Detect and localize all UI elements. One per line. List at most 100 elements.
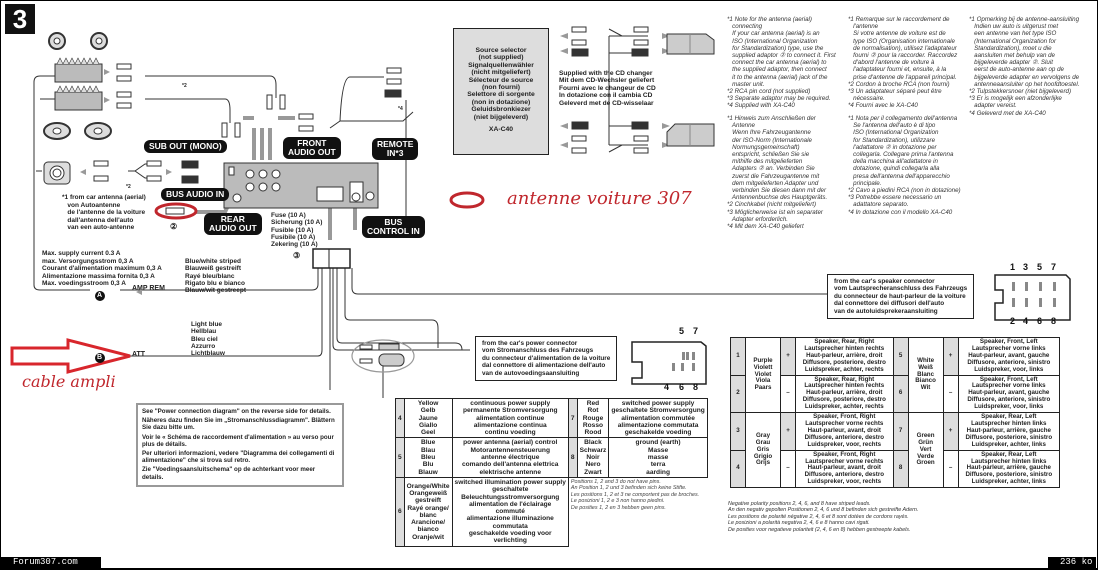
pin-cell: 5 xyxy=(395,437,405,478)
speaker-pin-3: 3 xyxy=(1023,262,1029,272)
color-cell: Purple Violett Violet Viola Paars xyxy=(745,336,781,414)
wire-att xyxy=(130,268,323,357)
pin-cell: 6 xyxy=(892,374,909,414)
marker-b: B xyxy=(97,354,103,361)
marker-a-circle xyxy=(95,291,105,301)
color-cell: Yellow Gelb Jaune Giallo Geel xyxy=(403,397,453,439)
star2-label-a: *2 xyxy=(182,83,187,89)
desc-cell: ground (earth) Masse masse terra aarding xyxy=(608,437,708,478)
selector-line: (not supplied) xyxy=(478,54,524,62)
table-row: 6 Orange/White Orangeweiß gestreift Rayé… xyxy=(395,476,708,547)
pin-cell: 7 xyxy=(892,412,909,451)
polarity-cell: – xyxy=(942,449,959,489)
speaker-pin-8: 8 xyxy=(1051,316,1057,326)
wire-power-2 xyxy=(336,268,463,351)
star4-label: *4 xyxy=(398,106,403,112)
pin-cell: 1 xyxy=(730,337,746,376)
power-connector-face xyxy=(631,341,707,385)
source-selector-box: Source selector (not supplied) Signalque… xyxy=(453,28,549,155)
label-bus-control-in: BUS CONTROL IN xyxy=(362,216,425,238)
label-sub-out: SUB OUT (MONO) xyxy=(144,140,227,153)
annotation-cable-ampli: cable ampli xyxy=(22,372,116,391)
pin-cell: 8 xyxy=(567,437,578,478)
circle3-label: ③ xyxy=(293,251,301,260)
light-blue-note: Light blue Hellblau Bleu ciel Azzurro Li… xyxy=(191,321,225,358)
circle2-label: ② xyxy=(170,222,178,231)
pin-cell: 5 xyxy=(892,337,909,376)
desc-cell: Speaker, Front, Right Lautsprecher vorne… xyxy=(795,412,894,451)
wire-cd-b xyxy=(340,111,414,122)
table-row: 1 Purple Violett Violet Viola Paars + Sp… xyxy=(730,336,1061,414)
connector-ellipse xyxy=(351,339,415,373)
antenna-source-note: *1 from car antenna (aerial) von Autoant… xyxy=(62,194,146,231)
cd-changer-bottom xyxy=(666,123,715,147)
power-pin-5: 5 xyxy=(679,326,685,336)
power-pin-4: 4 xyxy=(664,382,670,392)
table-row: 2 – Speaker, Rear, Right Lautsprecher hi… xyxy=(730,374,1061,414)
speaker-pin-table: 1 Purple Violett Violet Viola Paars + Sp… xyxy=(730,336,1061,489)
desc-cell: switched power supply geschaltete Stromv… xyxy=(608,397,708,439)
speaker-pin-7: 7 xyxy=(1051,262,1057,272)
amp-rem-label: AMP REM xyxy=(132,285,165,292)
footnotes-fr: *1 Remarque sur le raccordement de l'ant… xyxy=(848,16,958,110)
label-rear-audio-out: REAR AUDIO OUT xyxy=(204,213,262,235)
pin-cell: 6 xyxy=(395,476,405,547)
note-de: Näheres dazu finden Sie im „Stromanschlu… xyxy=(142,417,335,432)
color-cell: White Weiß Blanc Bianco Wit xyxy=(907,336,944,414)
polarity-cell: + xyxy=(780,412,796,451)
supply-current-note: Max. supply current 0.3 A max. Versorgun… xyxy=(42,250,162,287)
table-row: 4 Yellow Gelb Jaune Giallo Geel continuo… xyxy=(395,397,708,439)
note-en: See "Power connection diagram" on the re… xyxy=(142,408,331,415)
speaker-pin-6: 6 xyxy=(1037,316,1043,326)
polarity-cell: – xyxy=(780,374,796,414)
footnotes-en: *1 Note for the antenna (aerial) connect… xyxy=(727,16,836,110)
desc-cell: switched illumination power supply gesch… xyxy=(451,476,569,547)
wire-amp-loop xyxy=(33,75,90,291)
selector-line: Source selector xyxy=(475,47,527,54)
red-arrow xyxy=(10,338,131,374)
footer-site: Forum307.com xyxy=(1,557,101,568)
pin-cell: 8 xyxy=(892,449,909,489)
desc-cell: Speaker, Front, Right Lautsprecher vorne… xyxy=(795,449,894,489)
fuse-note: Fuse (10 A) Sicherung (10 A) Fusible (10… xyxy=(271,212,323,249)
desc-cell: Speaker, Rear, Left Lautsprecher hinten … xyxy=(957,449,1061,489)
wire-rca-rear xyxy=(145,98,231,123)
note-fr: Voir le « Schéma de raccordement d'alime… xyxy=(142,433,334,448)
selector-line: Sélecteur de source xyxy=(468,76,534,84)
selector-line: Signalquellenwähler xyxy=(468,61,534,69)
selector-line: Geluidsbronkiezer xyxy=(471,106,531,114)
power-connector-note: from the car's power connector vom Strom… xyxy=(475,336,618,382)
power-pin-7: 7 xyxy=(693,326,699,336)
label-front-audio-out: FRONT AUDIO OUT xyxy=(283,137,341,159)
wire-amp-rem xyxy=(120,268,319,291)
legend-red-circle xyxy=(449,191,485,209)
pin-cell: 2 xyxy=(730,374,746,414)
footnotes-it: *1 Nota per il collegamento dell'antenna… xyxy=(848,115,961,216)
power-pin-table: 4 Yellow Gelb Jaune Giallo Geel continuo… xyxy=(395,397,708,547)
pin-cell: 7 xyxy=(567,397,578,439)
blue-white-note: Blue/white striped Blauweiß gestreift Ra… xyxy=(185,258,247,295)
wire-gray-audio xyxy=(243,116,295,160)
marker-b-circle xyxy=(95,353,105,363)
polarity-cell: + xyxy=(780,337,796,376)
star2-label-b: *2 xyxy=(126,184,131,190)
rca-jacks xyxy=(228,166,375,203)
desc-cell: Speaker, Front, Left Lautsprecher vorne … xyxy=(957,337,1061,376)
power-pin-8: 8 xyxy=(693,382,699,392)
desc-cell: Speaker, Rear, Right Lautsprecher hinten… xyxy=(795,374,894,414)
amplifier-top xyxy=(54,57,103,83)
speaker-connector-face xyxy=(994,274,1071,321)
footnotes-de: *1 Hinweis zum Anschließen der Antenne W… xyxy=(727,115,828,231)
speaker-pin-4: 4 xyxy=(1023,316,1029,326)
selector-model: XA-C40 xyxy=(488,126,514,134)
figure-number: 3 xyxy=(5,4,35,34)
color-cell: Red Rot Rouge Rosso Rood xyxy=(576,397,610,439)
selector-line: Selettore di sorgente xyxy=(467,91,535,99)
harness-connector xyxy=(312,248,351,269)
desc-cell: continuous power supply permanente Strom… xyxy=(451,397,569,439)
footnotes-nl: *1 Opmerking bij de antenne-aansluiting … xyxy=(969,16,1080,117)
speaker-connector-note: from the car's speaker connector vom Lau… xyxy=(827,274,975,320)
amplifier-bottom xyxy=(54,85,103,111)
color-cell: Gray Grau Gris Grigio Grijs xyxy=(745,412,781,489)
